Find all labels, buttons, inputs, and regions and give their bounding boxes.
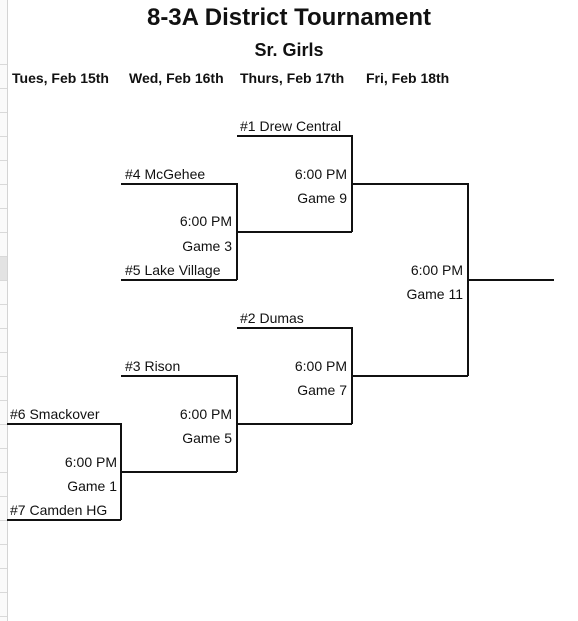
- row-divider: [0, 88, 7, 89]
- bracket-connector-game7: [351, 327, 353, 424]
- game9-label: Game 9: [297, 190, 347, 206]
- bracket-line-smackover: [7, 423, 121, 425]
- bracket-line-game9-winner: [352, 183, 468, 185]
- bracket-line-camden: [7, 519, 121, 521]
- page-title: 8-3A District Tournament: [146, 4, 432, 31]
- bracket-line-game7-winner: [352, 375, 468, 377]
- bracket-connector-game1: [120, 423, 122, 520]
- row-divider: [0, 136, 7, 137]
- row-divider: [0, 568, 7, 569]
- row-divider: [0, 472, 7, 473]
- bracket-connector-game9: [351, 135, 353, 232]
- game5-time: 6:00 PM: [179, 406, 232, 422]
- game1-label: Game 1: [67, 478, 117, 494]
- row-divider: [0, 256, 7, 257]
- row-divider: [0, 184, 7, 185]
- row-divider: [0, 496, 7, 497]
- row-divider: [0, 64, 7, 65]
- row-divider: [0, 328, 7, 329]
- game9-time: 6:00 PM: [294, 166, 347, 182]
- bracket-line-champion: [468, 279, 554, 281]
- row-divider: [0, 520, 7, 521]
- page-subtitle: Sr. Girls: [254, 40, 324, 60]
- game3-label: Game 3: [182, 238, 232, 254]
- bracket-line-mcgehee: [121, 183, 237, 185]
- game7-time: 6:00 PM: [294, 358, 347, 374]
- bracket-line-lake-village: [121, 279, 237, 281]
- row-divider: [0, 448, 7, 449]
- bracket-line-game5-winner: [237, 423, 352, 425]
- team-drew-central[interactable]: #1 Drew Central: [240, 118, 342, 134]
- day-header-wed: Wed, Feb 16th: [129, 70, 224, 86]
- team-dumas[interactable]: #2 Dumas: [240, 310, 304, 326]
- team-smackover[interactable]: #6 Smackover: [10, 406, 100, 422]
- game3-time: 6:00 PM: [179, 213, 232, 229]
- day-header-fri: Fri, Feb 18th: [366, 70, 450, 86]
- row-divider: [0, 376, 7, 377]
- game1-time: 6:00 PM: [64, 454, 117, 470]
- row-divider: [0, 304, 7, 305]
- row-divider: [0, 400, 7, 401]
- row-divider: [0, 112, 7, 113]
- game11-time: 6:00 PM: [410, 262, 463, 278]
- team-mcgehee[interactable]: #4 McGehee: [125, 166, 206, 182]
- row-divider: [0, 232, 7, 233]
- team-lake-village[interactable]: #5 Lake Village: [125, 262, 221, 278]
- selected-row-marker: [0, 256, 7, 280]
- bracket-line-game1-winner: [121, 471, 237, 473]
- game11-label: Game 11: [406, 286, 463, 302]
- bracket-line-dumas: [237, 327, 352, 329]
- bracket-connector-game11: [467, 183, 469, 376]
- team-rison[interactable]: #3 Rison: [125, 358, 181, 374]
- row-divider: [0, 424, 7, 425]
- row-divider: [0, 160, 7, 161]
- row-header-strip: [0, 0, 8, 621]
- day-header-tue: Tues, Feb 15th: [12, 70, 109, 86]
- row-divider: [0, 280, 7, 281]
- row-divider: [0, 616, 7, 617]
- bracket-connector-game5: [236, 375, 238, 472]
- bracket-line-rison: [121, 375, 237, 377]
- bracket-line-game3-winner: [237, 231, 352, 233]
- row-divider: [0, 208, 7, 209]
- game5-label: Game 5: [182, 430, 232, 446]
- row-divider: [0, 544, 7, 545]
- bracket-connector-game3: [236, 183, 238, 280]
- row-divider: [0, 352, 7, 353]
- row-divider: [0, 592, 7, 593]
- day-header-thu: Thurs, Feb 17th: [240, 70, 345, 86]
- game7-label: Game 7: [297, 382, 347, 398]
- bracket-line-drew-central: [237, 135, 352, 137]
- team-camden[interactable]: #7 Camden HG: [10, 502, 108, 518]
